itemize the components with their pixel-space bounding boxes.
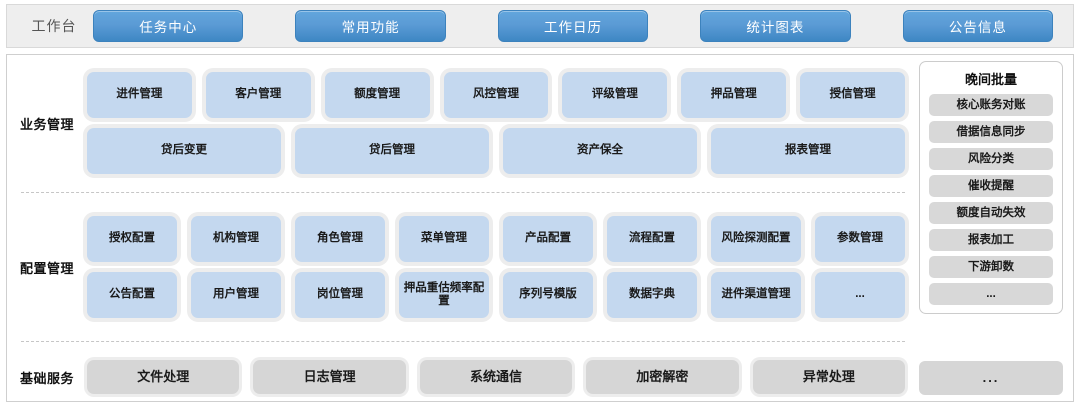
tile-row: 贷后变更 贷后管理 资产保全 报表管理 — [87, 128, 905, 174]
band-rows-business: 进件管理 客户管理 额度管理 风控管理 评级管理 押品管理 授信管理 贷后变更 … — [87, 72, 915, 174]
tile-customer-management[interactable]: 客户管理 — [205, 72, 311, 118]
batch-item-risk-classification[interactable]: 风险分类 — [929, 148, 1053, 170]
module-map-frame: 业务管理 进件管理 客户管理 额度管理 风控管理 评级管理 押品管理 授信管理 … — [6, 54, 1074, 402]
band-label-configuration: 配置管理 — [19, 260, 74, 276]
section-divider — [21, 341, 905, 342]
tile-role-management[interactable]: 角色管理 — [295, 216, 385, 262]
band-label-business: 业务管理 — [19, 116, 74, 132]
tile-credit-limit-management[interactable]: 额度管理 — [324, 72, 430, 118]
band-label-basic-services: 基础服务 — [19, 370, 74, 386]
tile-application-channel-management[interactable]: 进件渠道管理 — [711, 272, 801, 318]
band-configuration-management: 配置管理 授权配置 机构管理 角色管理 菜单管理 产品配置 流程配置 风险探测配… — [7, 202, 915, 332]
nav-button-task-center[interactable]: 任务中心 — [93, 10, 244, 42]
nav-button-announcements[interactable]: 公告信息 — [902, 10, 1054, 42]
tile-organization-management[interactable]: 机构管理 — [191, 216, 281, 262]
tile-position-management[interactable]: 岗位管理 — [295, 272, 385, 318]
tile-post-loan-management[interactable]: 贷后管理 — [295, 128, 489, 174]
batch-item-collection-reminder[interactable]: 催收提醒 — [929, 175, 1053, 197]
tile-encryption-decryption[interactable]: 加密解密 — [586, 360, 739, 394]
tile-rating-management[interactable]: 评级管理 — [562, 72, 668, 118]
tile-report-management[interactable]: 报表管理 — [711, 128, 905, 174]
batch-item-downstream-data-unload[interactable]: 下游卸数 — [929, 256, 1053, 278]
band-business-management: 业务管理 进件管理 客户管理 额度管理 风控管理 评级管理 押品管理 授信管理 … — [7, 63, 915, 183]
top-nav-buttons: 任务中心 常用功能 工作日历 统计图表 公告信息 — [93, 10, 1065, 42]
tile-collateral-revaluation-frequency-config[interactable]: 押品重估频率配置 — [399, 272, 489, 318]
section-divider — [21, 192, 905, 193]
nav-button-statistics-charts[interactable]: 统计图表 — [700, 10, 851, 42]
tile-credit-granting-management[interactable]: 授信管理 — [800, 72, 906, 118]
nav-button-common-functions[interactable]: 常用功能 — [295, 10, 446, 42]
tile-row: 授权配置 机构管理 角色管理 菜单管理 产品配置 流程配置 风险探测配置 参数管… — [87, 216, 905, 262]
tile-announcement-config[interactable]: 公告配置 — [87, 272, 177, 318]
tile-exception-handling[interactable]: 异常处理 — [752, 360, 906, 394]
basic-services-more-tile[interactable]: ... — [919, 361, 1063, 395]
tile-post-loan-change[interactable]: 贷后变更 — [87, 128, 281, 174]
tile-row: 公告配置 用户管理 岗位管理 押品重估频率配置 序列号模版 数据字典 进件渠道管… — [87, 272, 905, 318]
tile-configuration-more[interactable]: ... — [815, 272, 905, 318]
tile-system-communication[interactable]: 系统通信 — [419, 360, 573, 394]
tile-risk-detection-config[interactable]: 风险探测配置 — [711, 216, 801, 262]
tile-data-dictionary[interactable]: 数据字典 — [607, 272, 697, 318]
nightly-batch-card: 晚间批量 核心账务对账 借据信息同步 风险分类 催收提醒 额度自动失效 报表加工… — [919, 61, 1063, 314]
tile-menu-management[interactable]: 菜单管理 — [399, 216, 489, 262]
tile-process-config[interactable]: 流程配置 — [607, 216, 697, 262]
band-rows-basic-services: 文件处理 日志管理 系统通信 加密解密 异常处理 — [87, 360, 915, 394]
tile-file-processing[interactable]: 文件处理 — [87, 360, 240, 394]
batch-item-core-accounting-reconciliation[interactable]: 核心账务对账 — [929, 94, 1053, 116]
tile-log-management[interactable]: 日志管理 — [253, 360, 406, 394]
batch-item-more[interactable]: ... — [929, 283, 1053, 305]
tile-row: 文件处理 日志管理 系统通信 加密解密 异常处理 — [87, 360, 906, 394]
nightly-batch-title: 晚间批量 — [964, 72, 1017, 87]
top-navigation-bar: 工作台 任务中心 常用功能 工作日历 统计图表 公告信息 — [6, 4, 1074, 48]
tile-user-management[interactable]: 用户管理 — [191, 272, 281, 318]
batch-item-report-processing[interactable]: 报表加工 — [929, 229, 1053, 251]
tile-product-config[interactable]: 产品配置 — [503, 216, 593, 262]
tile-parameter-management[interactable]: 参数管理 — [815, 216, 905, 262]
band-basic-services: 基础服务 文件处理 日志管理 系统通信 加密解密 异常处理 — [7, 351, 915, 403]
nav-button-work-calendar[interactable]: 工作日历 — [497, 10, 649, 42]
tile-authorization-config[interactable]: 授权配置 — [87, 216, 177, 262]
module-columns: 业务管理 进件管理 客户管理 额度管理 风控管理 评级管理 押品管理 授信管理 … — [7, 55, 915, 401]
tile-row: 进件管理 客户管理 额度管理 风控管理 评级管理 押品管理 授信管理 — [87, 72, 906, 118]
right-panel: 晚间批量 核心账务对账 借据信息同步 风险分类 催收提醒 额度自动失效 报表加工… — [915, 55, 1073, 401]
batch-item-loan-document-sync[interactable]: 借据信息同步 — [929, 121, 1053, 143]
tile-risk-control-management[interactable]: 风控管理 — [443, 72, 549, 118]
tile-collateral-management[interactable]: 押品管理 — [681, 72, 787, 118]
page-title: 工作台 — [31, 18, 77, 34]
tile-asset-preservation[interactable]: 资产保全 — [503, 128, 697, 174]
tile-application-management[interactable]: 进件管理 — [87, 72, 192, 118]
band-rows-configuration: 授权配置 机构管理 角色管理 菜单管理 产品配置 流程配置 风险探测配置 参数管… — [87, 216, 915, 318]
tile-serial-number-template[interactable]: 序列号模版 — [503, 272, 593, 318]
batch-item-credit-limit-auto-expiry[interactable]: 额度自动失效 — [929, 202, 1053, 224]
